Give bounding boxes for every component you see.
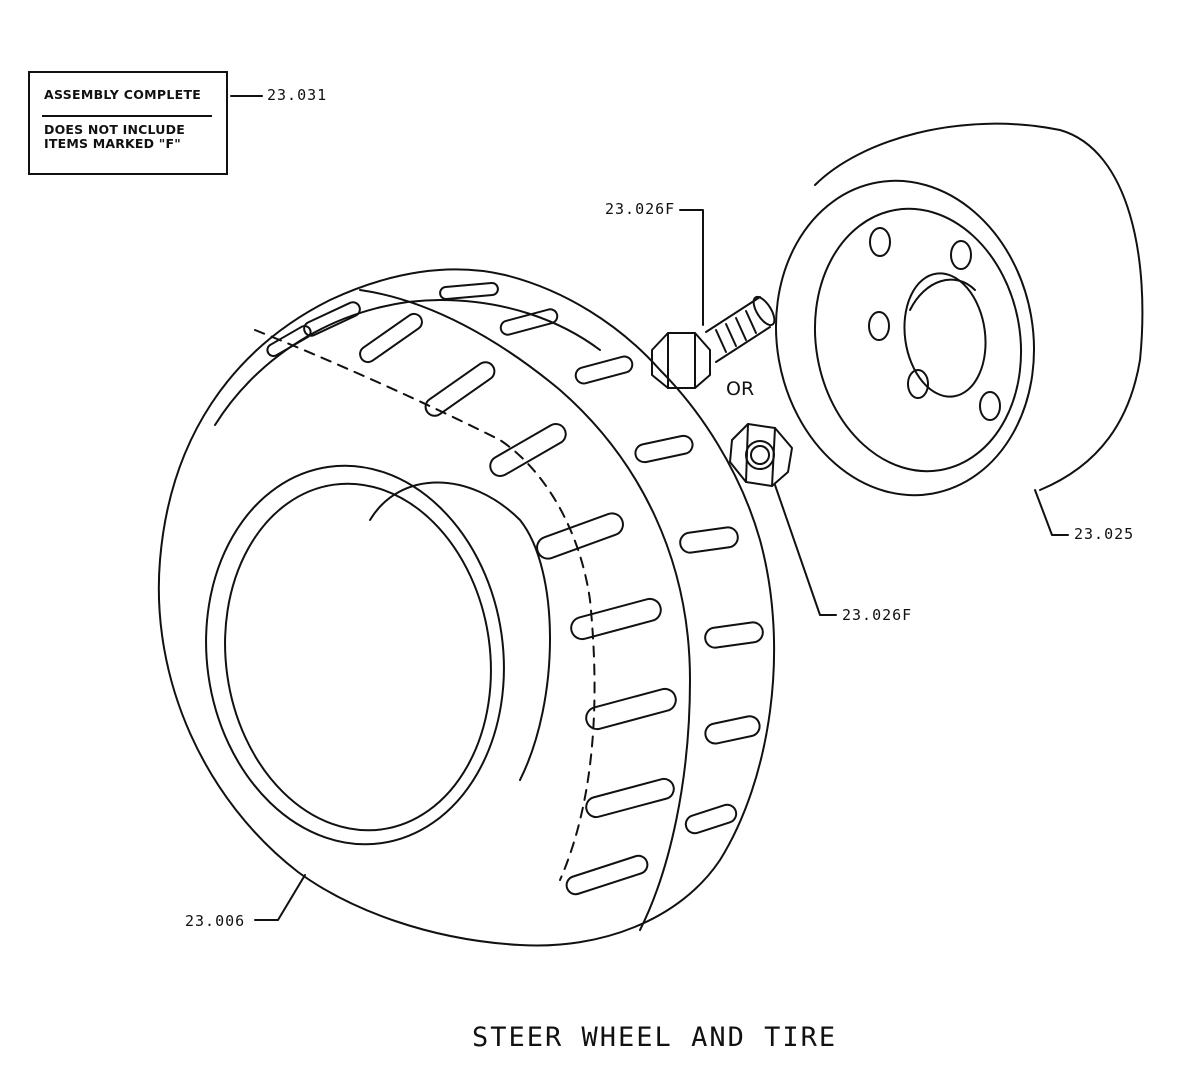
wheel-rim-drawing <box>774 122 1144 497</box>
rim-face-inner <box>813 207 1023 473</box>
rim-face-outer <box>774 179 1036 497</box>
or-text: OR <box>726 378 755 400</box>
tire-bead-outer <box>205 464 505 846</box>
exclusion-note-line-2: ITEMS MARKED "F" <box>44 136 181 151</box>
exclusion-note-text: DOES NOT INCLUDE ITEMS MARKED "F" <box>44 123 185 151</box>
callout-nut: 23.026F <box>842 606 913 624</box>
tire-bead-inner <box>224 482 492 832</box>
tread-lugs <box>266 281 764 896</box>
assembly-complete-text: ASSEMBLY COMPLETE <box>44 87 202 102</box>
exclusion-note-line-1: DOES NOT INCLUDE <box>44 122 185 137</box>
note-divider <box>42 115 212 117</box>
leader-lines <box>230 95 1069 921</box>
lug-bolt-drawing <box>651 295 776 389</box>
tire-drawing <box>157 268 776 947</box>
assembly-note-box: ASSEMBLY COMPLETE DOES NOT INCLUDE ITEMS… <box>28 71 228 175</box>
rim-center-bore <box>903 272 987 398</box>
callout-wheel: 23.025 <box>1074 525 1135 543</box>
drawing-title: STEER WHEEL AND TIRE <box>472 1022 838 1053</box>
tire-outline <box>157 268 776 947</box>
callout-tire: 23.006 <box>185 912 246 930</box>
callout-bolt: 23.026F <box>605 200 676 218</box>
callout-assembly: 23.031 <box>267 86 328 104</box>
lug-nut-drawing <box>729 423 793 487</box>
